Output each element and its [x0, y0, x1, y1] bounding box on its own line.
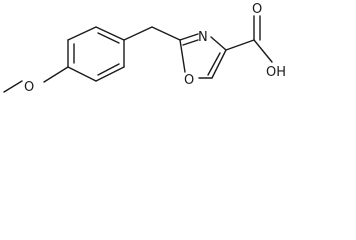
bond-benzene-double-2	[97, 32, 120, 44]
bond-methyl-methoxy	[3, 80, 23, 93]
bond-ring-ch2	[123, 26, 153, 41]
bond-c2-n3-double	[182, 39, 199, 46]
benzene-ring	[67, 26, 125, 82]
atom-label-ring-oxygen: O	[184, 73, 194, 88]
atom-label-hydroxyl: OH	[266, 65, 286, 80]
atom-label-carbonyl-oxygen: O	[252, 2, 262, 17]
atom-label-methoxy-oxygen: O	[24, 80, 34, 95]
bond-o1-c2	[179, 39, 186, 73]
chemical-structure: O N O O OH	[3, 2, 286, 95]
bond-benzene-2	[67, 26, 97, 41]
bond-c4-c5-double	[207, 52, 221, 76]
bond-methoxy-ring	[43, 66, 69, 83]
bond-benzene-double-3	[97, 63, 120, 76]
oxazole-ring	[179, 33, 227, 79]
atom-label-nitrogen: N	[198, 30, 208, 45]
bond-n3-c4	[210, 36, 227, 51]
bond-c2-n3	[179, 33, 199, 41]
bond-benzene-6	[67, 66, 97, 82]
bond-c-oh	[253, 39, 273, 63]
bond-benzene-3	[95, 26, 125, 41]
bond-benzene-5	[95, 66, 125, 82]
bond-ch2-oxazole	[151, 26, 181, 41]
bond-c4-carboxyl	[225, 39, 255, 51]
bond-c4-c5	[211, 49, 227, 79]
